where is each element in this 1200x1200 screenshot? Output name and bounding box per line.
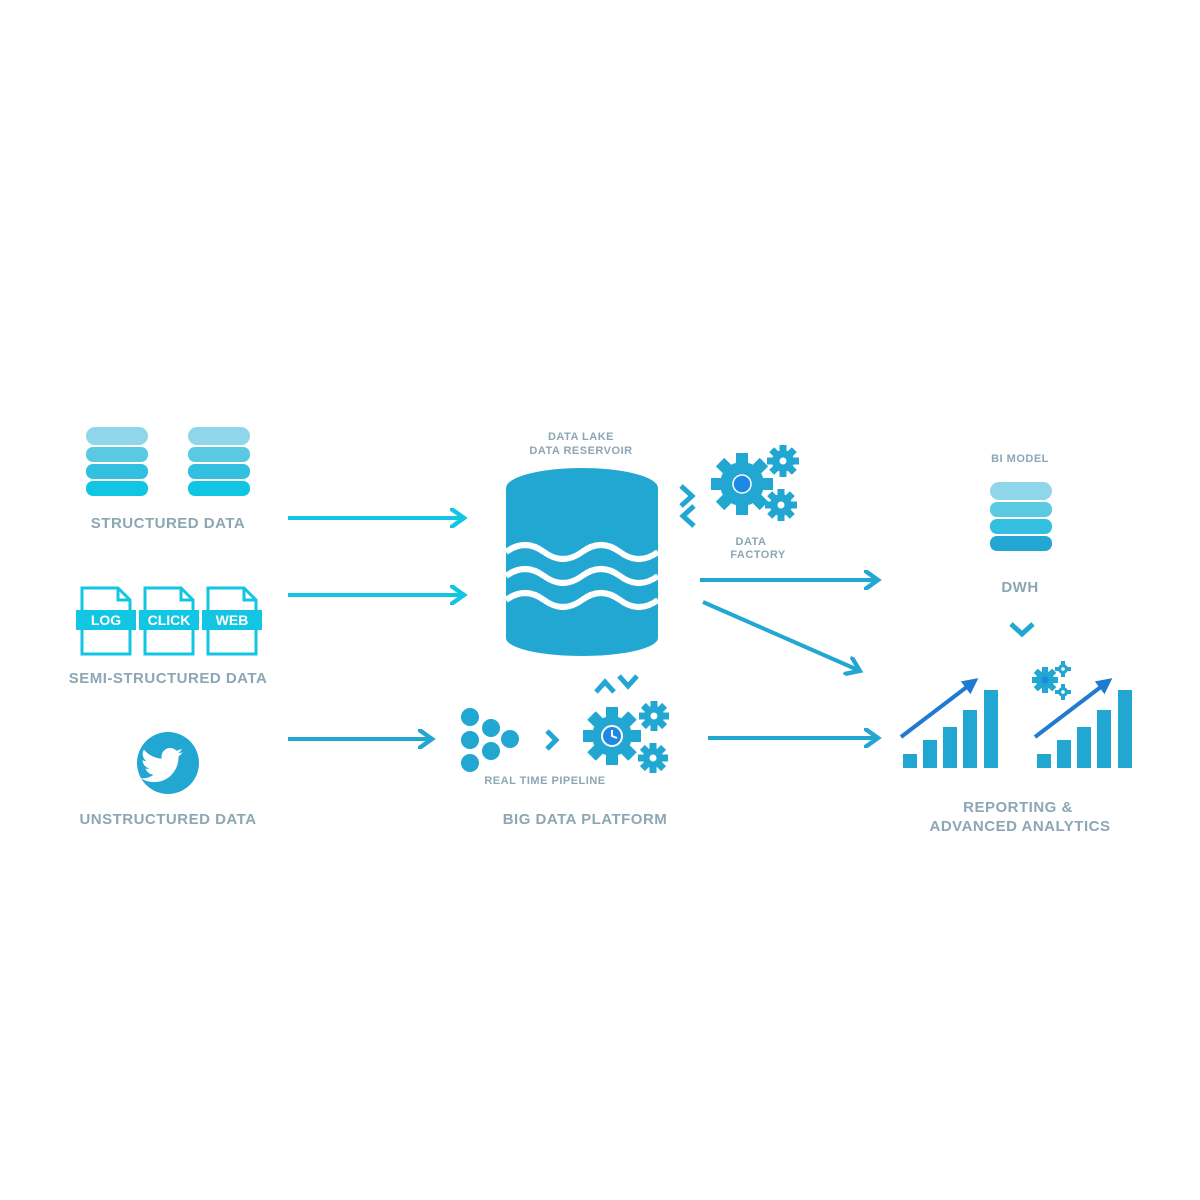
lake-factory-chevrons	[679, 484, 696, 528]
unstructured-data-label: UNSTRUCTURED DATA	[79, 811, 256, 828]
chevron-up-icon	[594, 678, 616, 694]
chevron-right-icon	[679, 484, 696, 508]
pipeline-chevrons	[594, 674, 639, 694]
structured-data-label: STRUCTURED DATA	[91, 515, 245, 532]
real-time-pipeline-label: REAL TIME PIPELINE	[484, 775, 605, 787]
data-factory-label-line2: FACTORY	[730, 549, 786, 561]
real-time-pipeline-group: REAL TIME PIPELINE	[461, 701, 669, 787]
bar-chart-icon	[1033, 678, 1132, 768]
doc-tag-click: CLICK	[148, 612, 191, 628]
document-icon: WEB	[202, 586, 262, 656]
source-arrows	[288, 518, 462, 739]
data-factory-group: DATA FACTORY	[711, 445, 799, 561]
arrow-lake-to-reporting	[702, 600, 858, 670]
big-data-platform-label: BIG DATA PLATFORM	[503, 811, 668, 828]
reporting-label-line1: REPORTING &	[963, 799, 1073, 816]
doc-tag-web: WEB	[216, 612, 249, 628]
semi-structured-data-group: LOG CLICK WEB SEMI-STRUCTURED DATA	[69, 586, 268, 687]
database-icon	[990, 482, 1052, 551]
semi-structured-data-label: SEMI-STRUCTURED DATA	[69, 670, 268, 687]
event-hub-dots-icon	[461, 708, 519, 772]
chevron-down-icon	[1009, 622, 1035, 638]
data-lake-label-line1: DATA LAKE	[548, 431, 614, 443]
gears-icon	[711, 445, 799, 521]
twitter-icon	[137, 732, 199, 794]
gears-icon	[1032, 661, 1071, 700]
chevron-down-icon	[617, 674, 639, 690]
bi-model-group: BI MODEL DWH	[990, 453, 1052, 638]
chevron-left-icon	[679, 504, 696, 528]
data-lake-cylinder-icon	[504, 468, 660, 656]
reporting-group: REPORTING & ADVANCED ANALYTICS	[899, 661, 1132, 835]
database-icon	[188, 427, 250, 496]
bar-chart-icon	[899, 678, 998, 768]
document-icon: LOG	[76, 586, 136, 656]
data-lake-group: DATA LAKE DATA RESERVOIR	[504, 431, 660, 656]
doc-tag-log: LOG	[91, 612, 121, 628]
gears-clock-icon	[583, 701, 669, 773]
database-icon	[86, 427, 148, 496]
document-icon: CLICK	[139, 586, 199, 656]
lake-output-arrows	[700, 580, 876, 670]
unstructured-data-group: UNSTRUCTURED DATA	[79, 732, 256, 828]
bi-model-label: BI MODEL	[991, 453, 1049, 465]
data-factory-label-line1: DATA	[736, 536, 767, 548]
data-lake-label-line2: DATA RESERVOIR	[529, 445, 632, 457]
chevron-right-icon	[545, 729, 560, 751]
dwh-label: DWH	[1001, 579, 1038, 596]
structured-data-group: STRUCTURED DATA	[86, 427, 250, 532]
reporting-label-line2: ADVANCED ANALYTICS	[930, 818, 1111, 835]
